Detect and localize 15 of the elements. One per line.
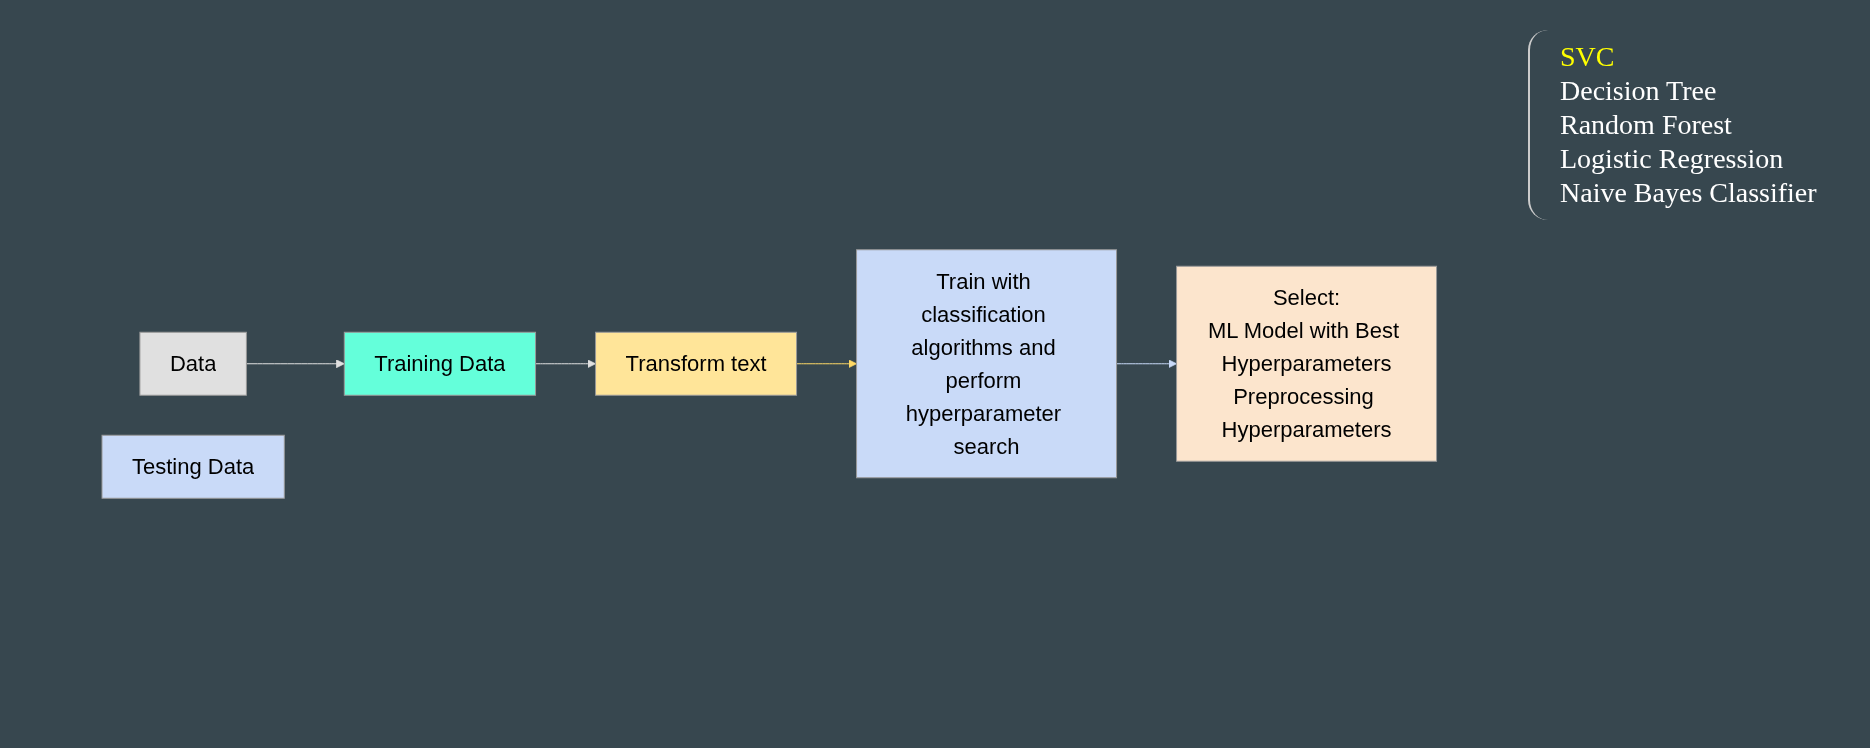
- node-box: Transform text: [594, 331, 797, 396]
- arrow: [795, 359, 857, 369]
- node-box: Training Data: [343, 331, 536, 396]
- node-box: Testing Data: [101, 434, 285, 499]
- node-box: Train with classification algorithms and perform hyperparameter search: [855, 249, 1117, 479]
- arrow: [1115, 359, 1177, 369]
- algorithm-name: Decision Tree: [1560, 74, 1718, 108]
- arrow: [245, 359, 345, 369]
- algorithm-name: Naive Bayes Classifier: [1560, 176, 1818, 210]
- algorithm-name: Random Forest: [1560, 108, 1733, 142]
- arrow: [534, 359, 596, 369]
- node-box: Data: [139, 331, 247, 396]
- algorithm-name: SVC: [1560, 40, 1616, 74]
- algorithm-name: Logistic Regression: [1560, 142, 1785, 176]
- node-box: Select: ML Model with Best Hyperparameters Preprocessing Hyperparameters: [1175, 265, 1437, 462]
